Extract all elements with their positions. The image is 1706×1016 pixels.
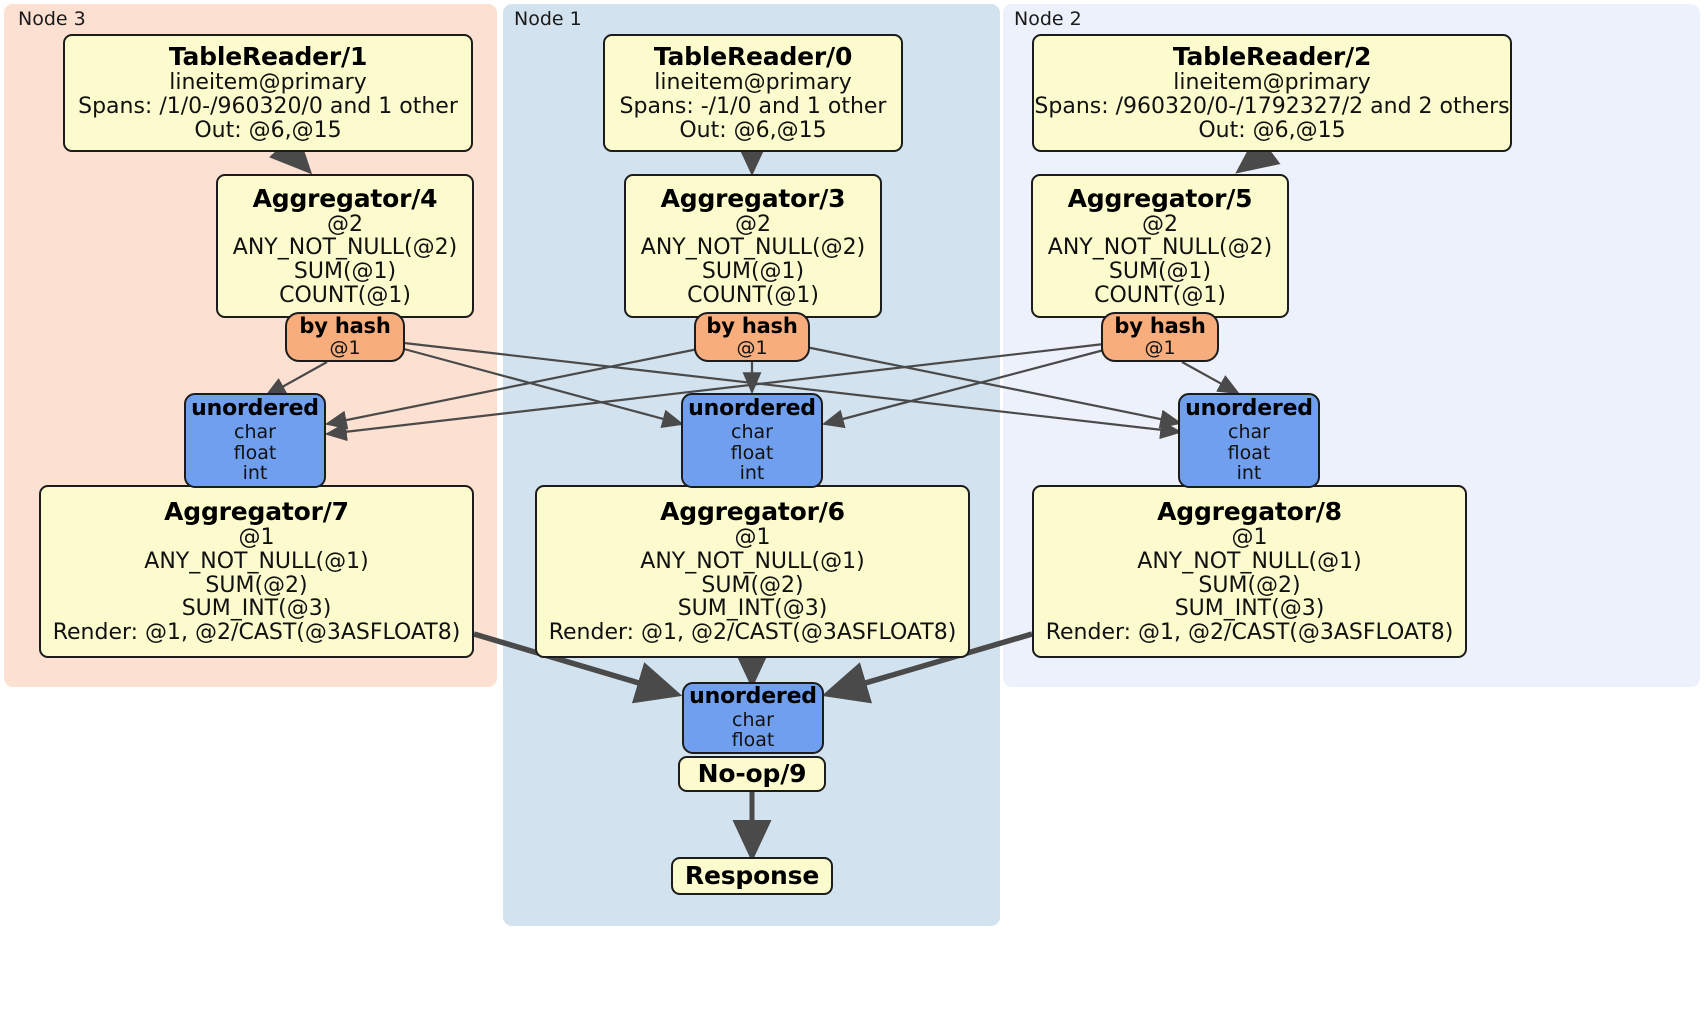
node-panel-label-node3: Node 3 bbox=[18, 8, 86, 30]
synchronizer-title: unordered bbox=[1185, 396, 1313, 422]
processor-line: Spans: /960320/0-/1792327/2 and 2 others bbox=[1034, 94, 1510, 120]
synchronizer-line: int bbox=[1236, 462, 1262, 485]
router-title: by hash bbox=[706, 314, 798, 339]
processor-aggregator-6[interactable]: Aggregator/6 @1 ANY_NOT_NULL(@1) SUM(@2)… bbox=[535, 485, 970, 658]
processor-line: SUM(@1) bbox=[1108, 259, 1212, 284]
processor-line: ANY_NOT_NULL(@2) bbox=[1047, 235, 1273, 261]
synchronizer-unordered-node2[interactable]: unordered char float int bbox=[1178, 393, 1320, 488]
synchronizer-title: unordered bbox=[688, 396, 816, 422]
synchronizer-line: char bbox=[1228, 421, 1270, 444]
processor-line: lineitem@primary bbox=[1173, 70, 1371, 96]
synchronizer-title: unordered bbox=[191, 396, 319, 422]
processor-line: COUNT(@1) bbox=[279, 282, 411, 308]
processor-line: Render: @1, @2/CAST(@3ASFLOAT8) bbox=[1045, 620, 1454, 646]
processor-aggregator-7[interactable]: Aggregator/7 @1 ANY_NOT_NULL(@1) SUM(@2)… bbox=[39, 485, 474, 658]
synchronizer-line: float bbox=[730, 441, 774, 464]
synchronizer-unordered-node3[interactable]: unordered char float int bbox=[184, 393, 326, 488]
processor-line: ANY_NOT_NULL(@1) bbox=[1137, 548, 1362, 574]
processor-line: lineitem@primary bbox=[169, 70, 367, 96]
router-line: @1 bbox=[736, 337, 768, 360]
router-by-hash-node1[interactable]: by hash @1 bbox=[694, 312, 810, 362]
processor-title: Aggregator/6 bbox=[660, 497, 845, 527]
synchronizer-line: char bbox=[234, 421, 276, 444]
processor-line: SUM_INT(@3) bbox=[1174, 596, 1325, 622]
processor-title: Aggregator/8 bbox=[1157, 497, 1342, 527]
synchronizer-unordered-node1[interactable]: unordered char float int bbox=[681, 393, 823, 488]
processor-title: Aggregator/3 bbox=[660, 183, 846, 213]
node-panel-label-node2: Node 2 bbox=[1014, 8, 1082, 30]
processor-line: ANY_NOT_NULL(@1) bbox=[144, 548, 369, 574]
processor-line: COUNT(@1) bbox=[687, 282, 819, 308]
synchronizer-line: float bbox=[233, 441, 277, 464]
processor-line: @1 bbox=[1231, 525, 1268, 551]
processor-line: SUM_INT(@3) bbox=[677, 596, 828, 622]
processor-title: TableReader/2 bbox=[1172, 42, 1372, 72]
processor-line: SUM_INT(@3) bbox=[181, 596, 332, 622]
processor-title: TableReader/0 bbox=[653, 42, 853, 72]
synchronizer-line: int bbox=[242, 462, 268, 485]
synchronizer-line: float bbox=[731, 729, 775, 752]
synchronizer-unordered-final[interactable]: unordered char float bbox=[682, 682, 824, 754]
processor-line: Render: @1, @2/CAST(@3ASFLOAT8) bbox=[52, 620, 461, 646]
router-title: by hash bbox=[1114, 314, 1206, 339]
processor-title: Aggregator/4 bbox=[252, 183, 438, 213]
processor-line: SUM(@2) bbox=[205, 572, 308, 598]
synchronizer-line: char bbox=[731, 421, 773, 444]
processor-line: @1 bbox=[734, 525, 771, 551]
processor-line: Render: @1, @2/CAST(@3ASFLOAT8) bbox=[548, 620, 957, 646]
processor-line: @2 bbox=[1142, 211, 1178, 237]
synchronizer-line: float bbox=[1227, 441, 1271, 464]
router-line: @1 bbox=[329, 337, 361, 360]
processor-tablereader-2[interactable]: TableReader/2 lineitem@primary Spans: /9… bbox=[1032, 34, 1512, 152]
processor-title: No-op/9 bbox=[697, 759, 807, 788]
router-line: @1 bbox=[1144, 337, 1176, 360]
processor-line: ANY_NOT_NULL(@1) bbox=[640, 548, 865, 574]
processor-title: TableReader/1 bbox=[168, 42, 368, 72]
processor-line: SUM(@1) bbox=[701, 259, 805, 284]
processor-tablereader-1[interactable]: TableReader/1 lineitem@primary Spans: /1… bbox=[63, 34, 473, 152]
router-by-hash-node3[interactable]: by hash @1 bbox=[285, 312, 405, 362]
processor-line: ANY_NOT_NULL(@2) bbox=[640, 235, 866, 261]
processor-line: @1 bbox=[238, 525, 275, 551]
processor-noop-9[interactable]: No-op/9 bbox=[678, 756, 826, 792]
processor-line: Out: @6,@15 bbox=[1198, 117, 1346, 143]
processor-response[interactable]: Response bbox=[671, 857, 833, 895]
processor-line: ANY_NOT_NULL(@2) bbox=[232, 235, 458, 261]
processor-aggregator-8[interactable]: Aggregator/8 @1 ANY_NOT_NULL(@1) SUM(@2)… bbox=[1032, 485, 1467, 658]
synchronizer-line: char bbox=[732, 708, 774, 731]
processor-line: Out: @6,@15 bbox=[679, 117, 827, 143]
processor-line: lineitem@primary bbox=[654, 70, 852, 96]
processor-line: Out: @6,@15 bbox=[194, 117, 342, 143]
processor-line: COUNT(@1) bbox=[1094, 282, 1226, 308]
processor-title: Aggregator/5 bbox=[1067, 183, 1253, 213]
processor-line: @2 bbox=[327, 211, 363, 237]
processor-line: Spans: -/1/0 and 1 other bbox=[619, 94, 887, 120]
processor-title: Aggregator/7 bbox=[164, 497, 349, 527]
processor-line: SUM(@2) bbox=[701, 572, 804, 598]
processor-tablereader-0[interactable]: TableReader/0 lineitem@primary Spans: -/… bbox=[603, 34, 903, 152]
processor-line: SUM(@2) bbox=[1198, 572, 1301, 598]
processor-aggregator-4[interactable]: Aggregator/4 @2 ANY_NOT_NULL(@2) SUM(@1)… bbox=[216, 174, 474, 318]
synchronizer-line: int bbox=[739, 462, 765, 485]
processor-aggregator-5[interactable]: Aggregator/5 @2 ANY_NOT_NULL(@2) SUM(@1)… bbox=[1031, 174, 1289, 318]
router-title: by hash bbox=[299, 314, 391, 339]
processor-line: SUM(@1) bbox=[293, 259, 397, 284]
processor-title: Response bbox=[684, 861, 820, 890]
synchronizer-title: unordered bbox=[689, 684, 817, 710]
processor-aggregator-3[interactable]: Aggregator/3 @2 ANY_NOT_NULL(@2) SUM(@1)… bbox=[624, 174, 882, 318]
router-by-hash-node2[interactable]: by hash @1 bbox=[1101, 312, 1219, 362]
node-panel-label-node1: Node 1 bbox=[514, 8, 582, 30]
processor-line: @2 bbox=[735, 211, 771, 237]
processor-line: Spans: /1/0-/960320/0 and 1 other bbox=[78, 94, 458, 120]
